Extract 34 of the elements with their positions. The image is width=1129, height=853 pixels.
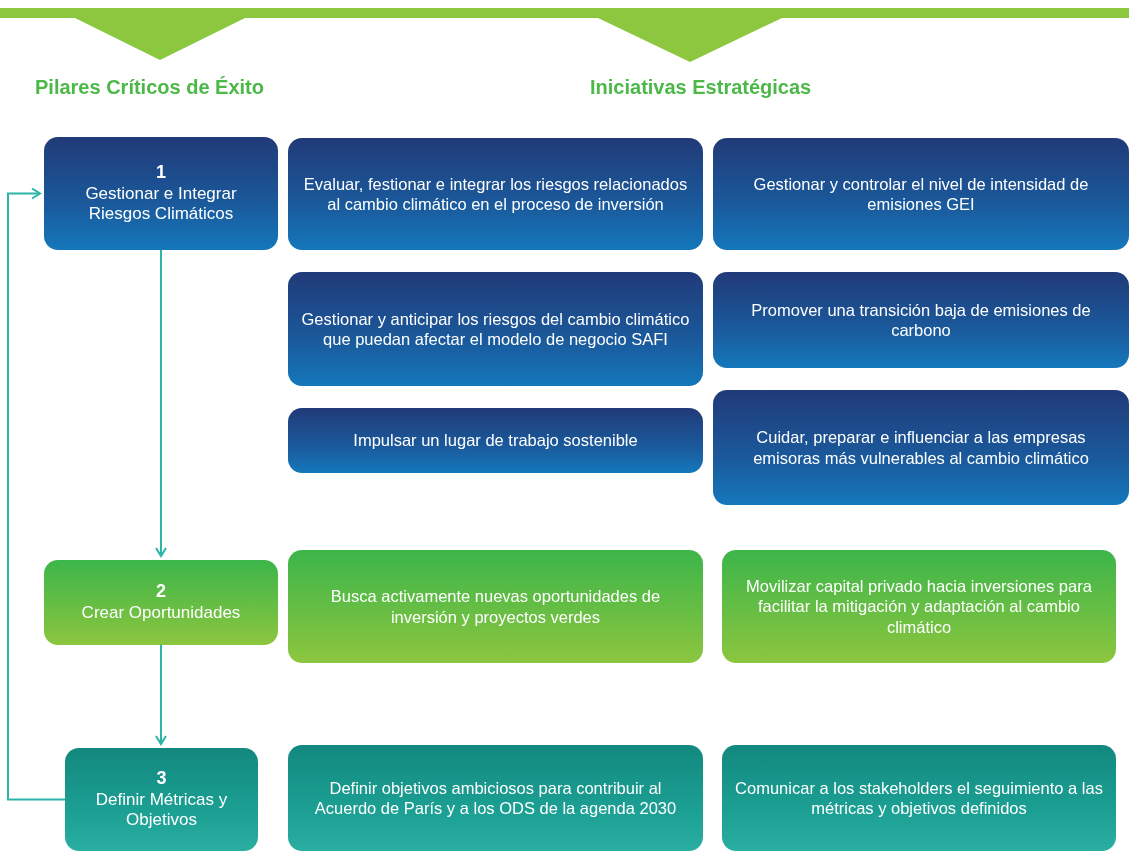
pillar-number: 1 <box>156 161 166 184</box>
initiative-box <box>713 138 1129 250</box>
initiative-box <box>288 272 703 386</box>
initiative-box <box>722 550 1116 663</box>
initiative-box <box>288 408 703 473</box>
pillar-number: 2 <box>156 581 166 604</box>
initiative-text: Busca activamente nuevas oportunidades de inversión y proyectos verdes <box>329 586 662 627</box>
arrow <box>155 249 167 557</box>
initiative-text: Gestionar y controlar el nivel de intensidad de emisiones GEI <box>752 173 1090 215</box>
initiative-text: Cuidar, preparar e influenciar a las empresas emisoras más vulnerables al cambio climático <box>752 427 1090 468</box>
initiative-text: Evaluar, festionar e integrar los riesgos relacionados al cambio climático en el proceso de inversión <box>302 173 689 215</box>
initiative-text: Promover una transición baja de emisiones de carbono <box>750 299 1092 341</box>
initiative-box <box>713 272 1129 368</box>
pillar-number: 3 <box>156 767 167 790</box>
pillar-box <box>44 560 278 645</box>
initiative-text: Movilizar capital privado hacia inversiones para facilitar la mitigación y adaptación al cambio climático <box>745 576 1093 637</box>
pillar-title: Gestionar e Integrar Riesgos Climáticos <box>84 183 238 226</box>
pillar-title: Crear Oportunidades <box>81 603 241 624</box>
initiative-box <box>713 390 1129 505</box>
initiative-text: Impulsar un lugar de trabajo sostenible <box>353 430 638 451</box>
pillar-box <box>44 137 278 250</box>
initiative-text: Gestionar y anticipar los riesgos del cambio climático que puedan afectar el modelo de negocio SAFI <box>300 308 691 350</box>
column-heading: Iniciativas Estratégicas <box>590 76 812 99</box>
pillar-box <box>65 748 258 851</box>
initiative-box <box>288 138 703 250</box>
initiative-box <box>722 745 1116 851</box>
pillar-title: Definir Métricas y Objetivos <box>94 789 229 832</box>
initiative-text: Comunicar a los stakeholders el seguimiento a las métricas y objetivos definidos <box>734 777 1104 819</box>
initiative-box <box>288 550 703 663</box>
arrow <box>7 187 66 801</box>
column-heading: Pilares Críticos de Éxito <box>35 76 264 99</box>
initiative-box <box>288 745 703 851</box>
initiative-text: Definir objetivos ambiciosos para contribuir al Acuerdo de París y a los ODS de la agenda 2030 <box>313 777 678 819</box>
arrow <box>155 644 167 745</box>
